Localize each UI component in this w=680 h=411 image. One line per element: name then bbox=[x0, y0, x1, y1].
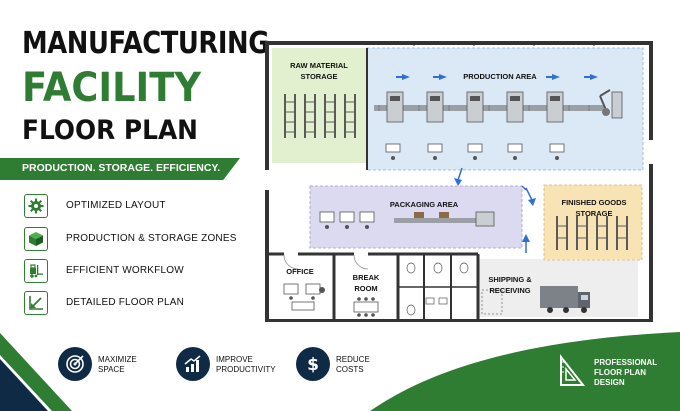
benefit-line-1: IMPROVE bbox=[216, 355, 253, 364]
feature-item-optimized-layout: OPTIMIZED LAYOUT bbox=[24, 194, 264, 220]
feature-label: DETAILED FLOOR PLAN bbox=[66, 297, 185, 308]
break-room-label-1: BREAK bbox=[353, 273, 380, 282]
break-room-label-2: ROOM bbox=[354, 284, 377, 293]
shipping-label-2: RECEIVING bbox=[489, 286, 530, 295]
brand-line-1: PROFESSIONAL bbox=[594, 358, 658, 367]
break-room-table bbox=[353, 301, 379, 313]
floor-plan: RAW MATERIAL STORAGE PRODUCTION AREA PAC… bbox=[264, 41, 654, 322]
office-label: OFFICE bbox=[286, 267, 314, 276]
benefit-maximize-space: MAXIMIZE SPACE bbox=[58, 347, 168, 387]
feature-label: EFFICIENT WORKFLOW bbox=[66, 265, 184, 276]
packaging-tables bbox=[319, 211, 375, 223]
brand-line-2: FLOOR PLAN bbox=[594, 368, 646, 377]
benefit-reduce-costs: $ REDUCE COSTS bbox=[296, 347, 406, 387]
benefit-line-2: COSTS bbox=[336, 365, 364, 374]
feature-label: PRODUCTION & STORAGE ZONES bbox=[66, 233, 237, 244]
raw-material-shelves bbox=[284, 94, 356, 138]
feature-label: OPTIMIZED LAYOUT bbox=[66, 200, 166, 211]
drafting-icon bbox=[24, 291, 48, 315]
dollar-icon: $ bbox=[296, 347, 330, 381]
finished-goods-zone bbox=[544, 185, 642, 260]
title-line-3: FLOOR PLAN bbox=[22, 115, 198, 146]
brand-text: PROFESSIONAL FLOOR PLAN DESIGN bbox=[594, 358, 657, 388]
shipping-label-1: SHIPPING & bbox=[488, 275, 532, 284]
benefit-line-1: REDUCE bbox=[336, 355, 370, 364]
packaging-area-label: PACKAGING AREA bbox=[390, 200, 459, 209]
restroom-fixtures bbox=[406, 262, 469, 316]
raw-material-label-1: RAW MATERIAL bbox=[290, 61, 348, 70]
benefit-improve-productivity: IMPROVE PRODUCTIVITY bbox=[176, 347, 286, 387]
tagline-text: PRODUCTION. STORAGE. EFFICIENCY. bbox=[22, 162, 221, 174]
title-line-1: MANUFACTURING bbox=[22, 26, 269, 61]
raw-material-label-2: STORAGE bbox=[301, 72, 338, 81]
box-icon bbox=[24, 227, 48, 251]
feature-item-efficient-workflow: EFFICIENT WORKFLOW bbox=[24, 259, 264, 285]
gear-icon bbox=[24, 194, 48, 218]
benefit-line-2: SPACE bbox=[98, 365, 125, 374]
growth-chart-icon bbox=[176, 347, 210, 381]
feature-item-detailed-floor-plan: DETAILED FLOOR PLAN bbox=[24, 291, 264, 317]
flow-arrows bbox=[396, 74, 598, 80]
corner-decoration bbox=[0, 333, 72, 411]
brand-line-3: DESIGN bbox=[594, 378, 625, 387]
packaging-conveyor bbox=[394, 218, 484, 223]
brand-corner-background bbox=[370, 332, 680, 411]
finished-goods-label-2: STORAGE bbox=[576, 209, 613, 218]
benefit-line-2: PRODUCTIVITY bbox=[216, 365, 276, 374]
feature-item-production-storage: PRODUCTION & STORAGE ZONES bbox=[24, 227, 264, 253]
set-square-icon bbox=[560, 354, 586, 386]
production-area-label: PRODUCTION AREA bbox=[463, 72, 537, 81]
target-icon bbox=[58, 347, 92, 381]
raw-material-zone bbox=[272, 48, 367, 163]
office-furniture bbox=[283, 283, 321, 311]
workstations bbox=[385, 143, 565, 153]
robot-arm bbox=[599, 89, 611, 111]
svg-text:$: $ bbox=[307, 355, 319, 374]
left-panel: MANUFACTURING FACILITY FLOOR PLAN PRODUC… bbox=[0, 0, 269, 411]
benefit-line-1: MAXIMIZE bbox=[98, 355, 137, 364]
tagline-banner: PRODUCTION. STORAGE. EFFICIENCY. bbox=[0, 158, 240, 180]
finished-goods-label-1: FINISHED GOODS bbox=[561, 198, 626, 207]
finished-goods-shelves bbox=[556, 216, 628, 250]
forklift-icon bbox=[24, 259, 48, 283]
title-line-2: FACILITY bbox=[22, 65, 201, 111]
truck bbox=[540, 286, 590, 313]
